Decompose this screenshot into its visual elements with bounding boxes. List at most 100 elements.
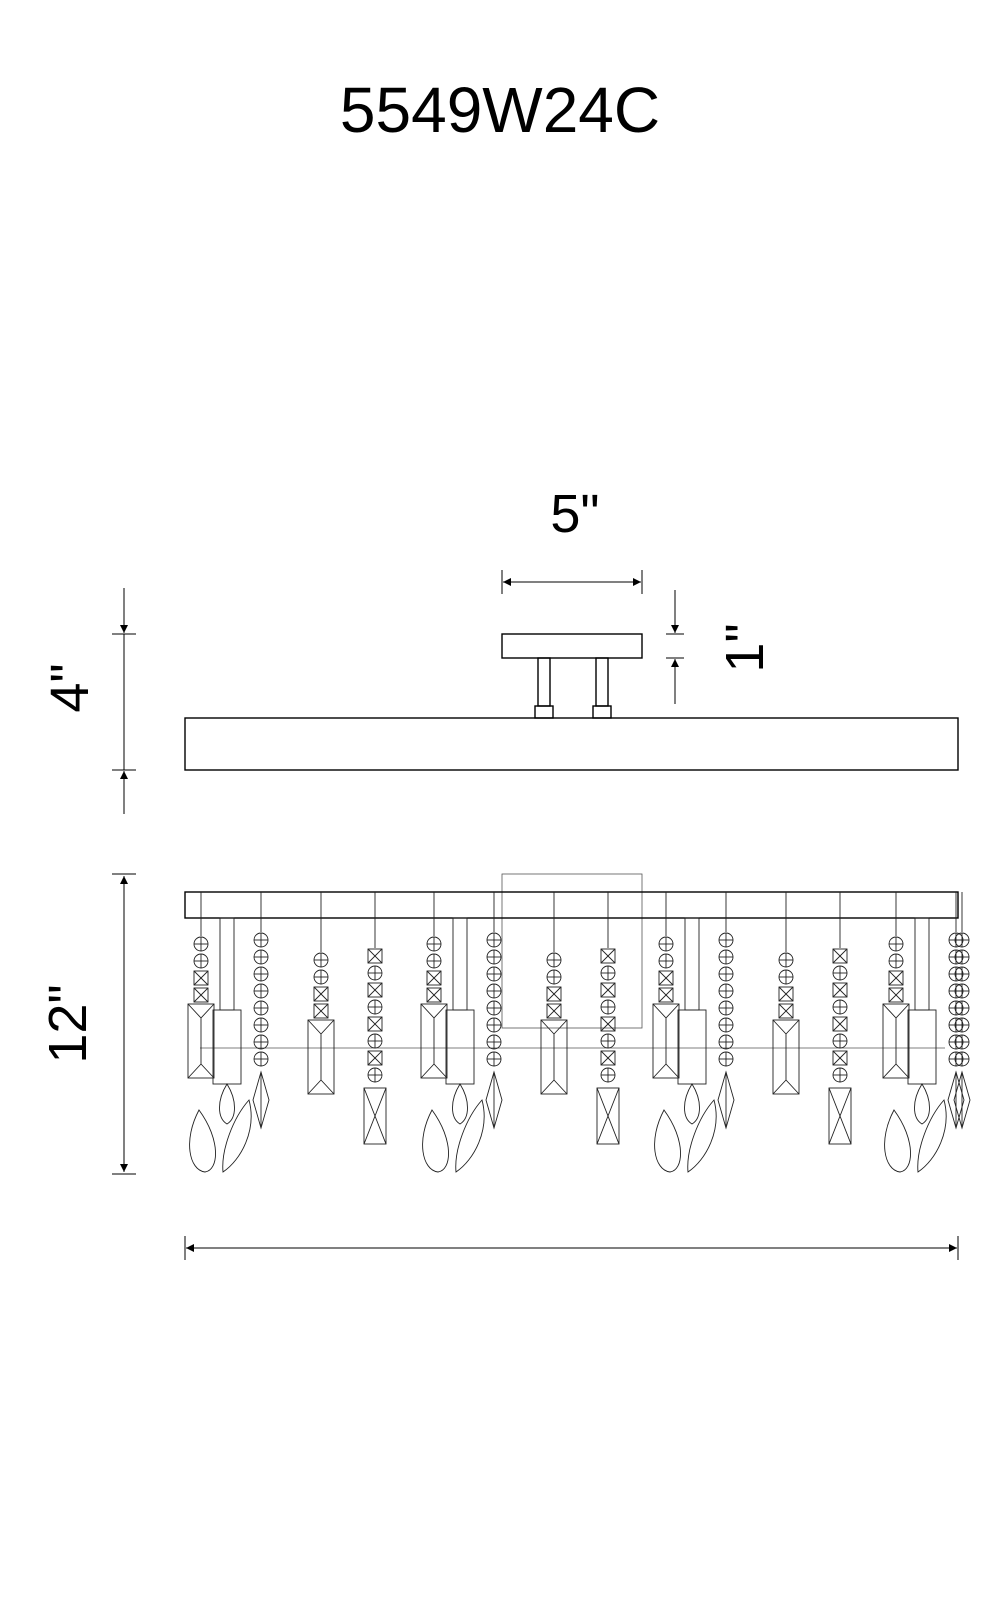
bead-facet — [600, 1050, 616, 1066]
canopy-stem-right — [595, 657, 609, 707]
front-height-dimension: 12" — [38, 873, 136, 1175]
bead-facet — [546, 986, 562, 1002]
bead-facet — [658, 987, 674, 1003]
side-view — [184, 633, 959, 771]
bulb — [219, 1083, 235, 1125]
bead-facet — [367, 982, 383, 998]
square-bead — [658, 970, 674, 986]
leaf-crystal — [917, 1099, 947, 1173]
model-title: 5549W24C — [340, 74, 660, 146]
square-bead — [367, 948, 383, 964]
bead-facet — [600, 982, 616, 998]
square-bead — [193, 987, 209, 1003]
square-bead — [600, 1016, 616, 1032]
prism-facet — [772, 1019, 800, 1095]
bead-facet — [546, 1003, 562, 1019]
teardrop-crystal — [189, 1109, 216, 1173]
bulb — [914, 1083, 930, 1125]
teardrop-crystal — [422, 1109, 449, 1173]
crystal-strands — [187, 892, 971, 1173]
bead-facet — [832, 1016, 848, 1032]
square-bead — [888, 987, 904, 1003]
bead-facet — [600, 948, 616, 964]
square-bead — [600, 982, 616, 998]
rect-pendant — [596, 1087, 620, 1145]
prism-crystal — [882, 1003, 910, 1079]
socket-cup — [212, 1009, 242, 1085]
socket-cup — [677, 1009, 707, 1085]
candle-socket — [684, 917, 700, 1011]
bead-facet — [313, 1003, 329, 1019]
prism-facet — [307, 1019, 335, 1095]
front-height-label: 12" — [38, 984, 98, 1063]
bead-facet — [600, 1016, 616, 1032]
square-bead — [193, 970, 209, 986]
square-bead — [367, 1050, 383, 1066]
square-bead — [888, 970, 904, 986]
square-bead — [546, 1003, 562, 1019]
bead-facet — [367, 948, 383, 964]
candle-socket — [452, 917, 468, 1011]
bead-facet — [778, 1003, 794, 1019]
bead-facet — [778, 986, 794, 1002]
bead-facet — [193, 987, 209, 1003]
front-view — [184, 873, 971, 1173]
bead-facet — [832, 1050, 848, 1066]
bead-facet — [658, 970, 674, 986]
square-bead — [426, 970, 442, 986]
canopy-width-dimension: 5" — [501, 484, 643, 594]
teardrop-crystal — [654, 1109, 681, 1173]
front-canopy-outline — [501, 873, 643, 1029]
bead-facet — [193, 970, 209, 986]
bead-facet — [426, 970, 442, 986]
square-bead — [778, 986, 794, 1002]
pendant-facet — [363, 1087, 387, 1145]
overall-width-dimension — [184, 1236, 959, 1260]
canopy-height-label: 1" — [715, 623, 775, 672]
bead-facet — [426, 987, 442, 1003]
square-bead — [778, 1003, 794, 1019]
canopy-stem-left — [537, 657, 551, 707]
pendant-facet — [596, 1087, 620, 1145]
socket-cup — [907, 1009, 937, 1085]
square-bead — [367, 1016, 383, 1032]
square-bead — [658, 987, 674, 1003]
prism-crystal — [652, 1003, 680, 1079]
square-bead — [832, 1016, 848, 1032]
square-bead — [832, 948, 848, 964]
bead-facet — [313, 986, 329, 1002]
teardrop-crystal — [884, 1109, 911, 1173]
candle-socket — [914, 917, 930, 1011]
bead-facet — [367, 1050, 383, 1066]
square-bead — [600, 948, 616, 964]
prism-crystal — [540, 1019, 568, 1095]
bead-facet — [832, 982, 848, 998]
prism-crystal — [187, 1003, 215, 1079]
rect-pendant — [828, 1087, 852, 1145]
prism-facet — [882, 1003, 910, 1079]
bead-facet — [888, 970, 904, 986]
canopy-plate — [501, 633, 643, 659]
canopy-width-label: 5" — [550, 484, 599, 544]
bulb — [452, 1083, 468, 1125]
canopy-height-dimension: 1" — [666, 590, 775, 704]
socket-cup — [445, 1009, 475, 1085]
leaf-crystal — [455, 1099, 485, 1173]
rect-pendant — [363, 1087, 387, 1145]
square-bead — [600, 1050, 616, 1066]
side-height-label: 4" — [40, 663, 100, 712]
side-height-dimension: 4" — [40, 588, 136, 814]
prism-crystal — [307, 1019, 335, 1095]
bead-facet — [888, 987, 904, 1003]
square-bead — [546, 986, 562, 1002]
square-bead — [832, 1050, 848, 1066]
stem-nut-right — [592, 705, 612, 719]
prism-facet — [540, 1019, 568, 1095]
prism-facet — [652, 1003, 680, 1079]
square-bead — [426, 987, 442, 1003]
prism-facet — [420, 1003, 448, 1079]
side-view-bar — [184, 717, 959, 771]
stem-nut-left — [534, 705, 554, 719]
square-bead — [313, 986, 329, 1002]
bead-facet — [367, 1016, 383, 1032]
